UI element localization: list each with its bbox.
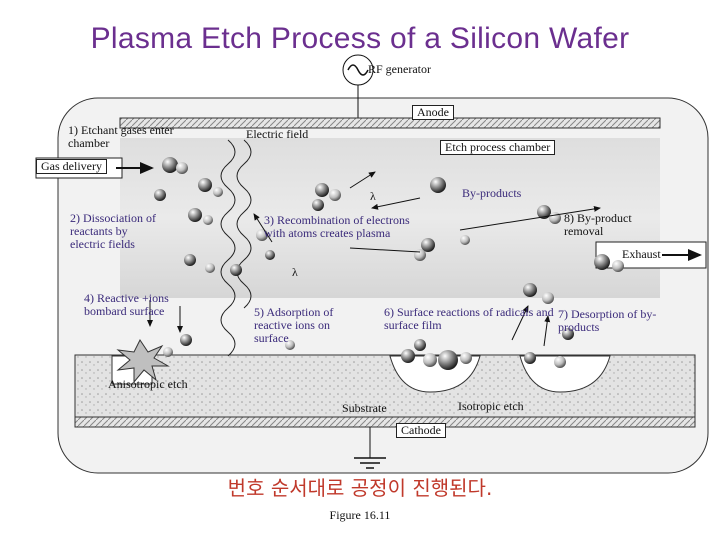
cathode-plate — [74, 416, 696, 428]
step-7: 7) Desorption of by-products — [558, 307, 657, 334]
step-8: 8) By-product removal — [564, 211, 632, 238]
ion-impact-icon — [116, 339, 170, 384]
byproducts-label: By-products — [462, 186, 522, 200]
step-6: 6) Surface reactions of radicals and sur… — [384, 305, 554, 332]
field-line-left — [220, 139, 236, 357]
chamber-label: Etch process chamber — [440, 140, 556, 155]
anisotropic-label: Anisotropic etch — [108, 377, 188, 391]
title-rest: of a Silicon Wafer — [381, 22, 630, 55]
title-highlight: Plasma Etch Process — [90, 22, 382, 55]
lambda-label-1: λ — [370, 189, 376, 203]
rf-generator-label: RF generator — [368, 62, 431, 76]
sine-icon — [347, 64, 369, 76]
page-title: Plasma Etch Process of a Silicon Wafer — [0, 22, 720, 56]
process-order-note: 번호 순서대로 공정이 진행된다. — [227, 476, 493, 500]
step-5: 5) Adsorption of reactive ions on surfac… — [254, 305, 334, 345]
step-2: 2) Dissociation of reactants by electric… — [70, 211, 156, 251]
substrate-label: Substrate — [342, 401, 387, 415]
electric-field-label: Electric field — [246, 127, 309, 141]
step-4: 4) Reactive +ions bombard surface — [84, 291, 169, 318]
isotropic-etch-pit — [389, 355, 481, 393]
lambda-label-2: λ — [292, 265, 298, 279]
gas-delivery-label: Gas delivery — [36, 159, 107, 174]
figure-caption: Figure 16.11 — [329, 508, 391, 522]
step-3: 3) Recombination of electrons with atoms… — [264, 213, 410, 240]
particles — [154, 157, 624, 370]
anode-label: Anode — [412, 105, 454, 120]
anode-plate — [119, 117, 661, 129]
process-arrows — [147, 171, 601, 347]
exhaust-label: Exhaust — [622, 247, 661, 261]
step-1: 1) Etchant gases enter chamber — [68, 123, 174, 150]
cathode-label: Cathode — [396, 423, 446, 438]
isotropic-label: Isotropic etch — [458, 399, 524, 413]
